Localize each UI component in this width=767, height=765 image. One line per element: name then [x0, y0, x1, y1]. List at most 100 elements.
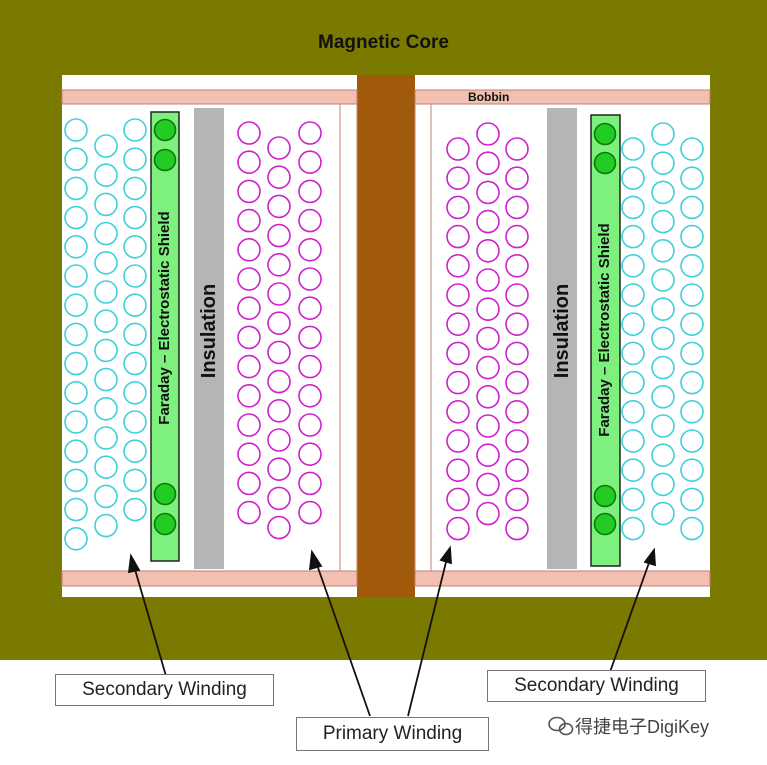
primary-wire	[237, 500, 261, 525]
bobbin-left-top	[61, 89, 358, 105]
primary-wire	[505, 166, 529, 190]
primary-wire	[298, 471, 322, 496]
primary-wire	[237, 208, 261, 233]
secondary-wire	[680, 253, 704, 278]
primary-wire	[476, 151, 500, 175]
arrow-primary-left	[315, 561, 371, 717]
secondary-wire	[621, 253, 645, 278]
secondary-wire	[621, 224, 645, 249]
secondary-wire	[94, 484, 118, 509]
secondary-wire	[651, 239, 675, 263]
primary-wire	[446, 283, 470, 307]
secondary-wire	[680, 341, 704, 366]
primary-wire	[476, 122, 500, 146]
secondary-wire	[123, 205, 147, 230]
primary-wire	[267, 486, 291, 511]
primary-wire	[267, 223, 291, 248]
secondary-wire	[94, 513, 118, 538]
primary-wire	[476, 384, 500, 409]
primary-wire	[505, 370, 529, 395]
primary-wire	[476, 355, 500, 380]
primary-wire	[505, 487, 529, 512]
primary-wire	[298, 121, 322, 145]
secondary-wire	[680, 224, 704, 249]
insulation-left	[194, 108, 224, 569]
secondary-wire	[94, 250, 118, 275]
secondary-wire	[64, 526, 88, 551]
primary-wire	[298, 500, 322, 525]
shield-conductor	[153, 118, 177, 142]
pointer-arrows	[127, 545, 656, 717]
primary-wire	[298, 267, 322, 291]
secondary-wire	[621, 516, 645, 541]
primary-wire	[476, 326, 500, 351]
primary-wire	[476, 180, 500, 205]
primary-wire	[476, 501, 500, 526]
primary-wire	[446, 224, 470, 249]
secondary-wire	[64, 118, 88, 142]
primary-wire	[267, 398, 291, 423]
secondary-wire	[621, 458, 645, 483]
insulation-label-right: Insulation	[551, 283, 573, 379]
secondary-wire	[621, 312, 645, 337]
secondary-wire	[680, 487, 704, 512]
secondary-wire	[123, 293, 147, 318]
primary-wire	[267, 136, 291, 160]
secondary-wire	[680, 137, 704, 161]
secondary-wire	[64, 497, 88, 522]
primary-wire	[298, 442, 322, 467]
primary-wire	[505, 429, 529, 453]
primary-wire	[298, 238, 322, 262]
secondary-wire	[94, 134, 118, 158]
bobbin-left-bottom	[61, 570, 358, 587]
secondary-wire	[94, 309, 118, 334]
secondary-wire	[651, 472, 675, 497]
secondary-wire	[64, 439, 88, 464]
primary-winding-label: Primary Winding	[296, 717, 489, 751]
primary-wire	[505, 253, 529, 278]
center-leg	[357, 75, 415, 597]
secondary-wire	[64, 293, 88, 318]
primary-wire	[446, 312, 470, 337]
secondary-wire	[651, 297, 675, 322]
secondary-wire	[621, 429, 645, 453]
secondary-wire	[651, 151, 675, 175]
bobbin-right-bottom	[414, 570, 711, 587]
primary-wire	[298, 150, 322, 174]
primary-wire	[505, 341, 529, 366]
primary-wire	[446, 458, 470, 483]
secondary-wire	[621, 166, 645, 190]
primary-wire	[237, 150, 261, 174]
primary-wire	[446, 166, 470, 190]
arrow-head	[308, 549, 323, 571]
shield-conductor	[593, 122, 617, 146]
secondary-wire	[123, 439, 147, 464]
shield-conductor	[153, 148, 177, 172]
secondary-wire	[64, 322, 88, 347]
secondary-wire	[651, 122, 675, 146]
bobbin-left-side	[339, 103, 358, 572]
insulation-label-left: Insulation	[198, 283, 220, 379]
secondary-wire	[651, 414, 675, 438]
secondary-wire	[680, 370, 704, 395]
primary-wire	[446, 516, 470, 541]
primary-wire	[298, 413, 322, 437]
primary-wire	[505, 283, 529, 307]
primary-wire	[237, 325, 261, 350]
secondary-wire	[64, 147, 88, 171]
shield-conductor	[593, 484, 617, 508]
bobbin-right-top	[414, 89, 711, 105]
shield-conductor	[153, 482, 177, 506]
primary-wire	[298, 179, 322, 204]
secondary-wire	[94, 221, 118, 246]
arrow-head	[127, 553, 141, 574]
primary-wire	[267, 194, 291, 219]
primary-wire	[446, 341, 470, 366]
primary-wire	[298, 325, 322, 350]
secondary-wire	[651, 443, 675, 468]
primary-wire	[446, 429, 470, 453]
primary-wire	[237, 413, 261, 437]
shield-conductor	[593, 151, 617, 175]
